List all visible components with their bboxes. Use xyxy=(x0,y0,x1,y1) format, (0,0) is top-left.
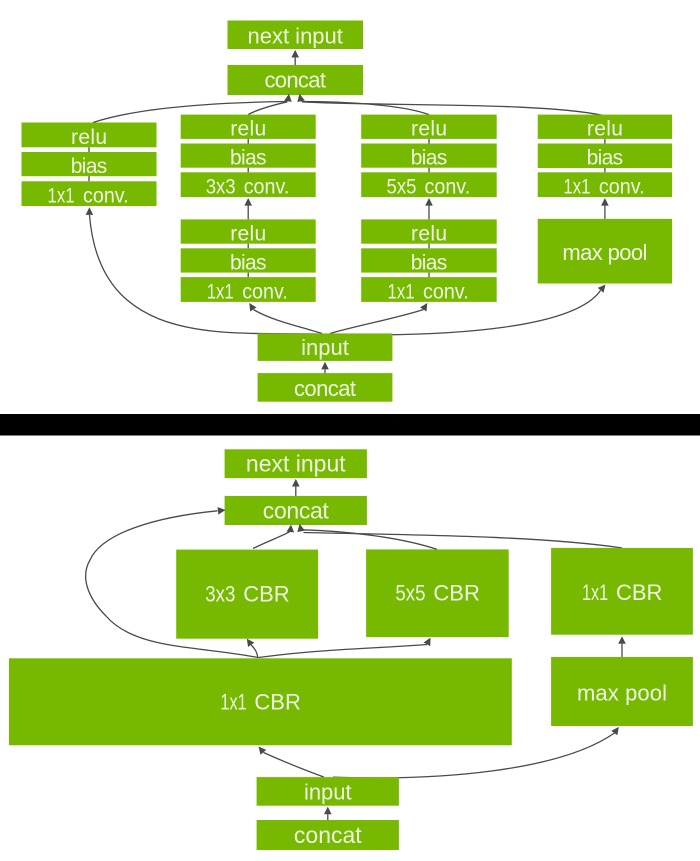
svg-text:conv.: conv. xyxy=(83,185,129,208)
svg-text:conv.: conv. xyxy=(425,176,471,199)
svg-text:relu: relu xyxy=(230,118,266,141)
svg-text:next input: next input xyxy=(246,451,346,477)
svg-text:bias: bias xyxy=(230,252,267,275)
svg-text:next input: next input xyxy=(247,24,342,49)
svg-text:1x1: 1x1 xyxy=(207,281,234,304)
svg-text:1x1: 1x1 xyxy=(563,176,590,199)
svg-text:max pool: max pool xyxy=(577,680,667,705)
svg-text:CBR: CBR xyxy=(254,690,300,715)
svg-text:relu: relu xyxy=(411,223,447,246)
svg-text:relu: relu xyxy=(411,118,447,141)
svg-text:3x3: 3x3 xyxy=(205,583,235,607)
svg-text:3x3: 3x3 xyxy=(206,176,236,199)
svg-text:input: input xyxy=(301,335,349,360)
svg-text:bias: bias xyxy=(71,155,108,178)
svg-text:bias: bias xyxy=(230,147,267,170)
svg-text:relu: relu xyxy=(230,223,266,246)
svg-text:concat: concat xyxy=(294,376,356,401)
svg-text:conv.: conv. xyxy=(244,176,290,199)
svg-text:bias: bias xyxy=(411,252,448,275)
svg-text:1x1: 1x1 xyxy=(582,581,608,606)
svg-text:concat: concat xyxy=(263,498,330,524)
svg-text:concat: concat xyxy=(294,822,362,848)
svg-text:1x1: 1x1 xyxy=(388,281,415,304)
svg-text:max pool: max pool xyxy=(562,240,647,265)
svg-text:CBR: CBR xyxy=(243,582,289,607)
svg-text:5x5: 5x5 xyxy=(395,582,425,606)
svg-text:1x1: 1x1 xyxy=(220,690,246,715)
svg-text:5x5: 5x5 xyxy=(387,176,417,199)
svg-text:concat: concat xyxy=(264,67,326,92)
svg-text:bias: bias xyxy=(411,147,448,170)
svg-text:conv.: conv. xyxy=(423,281,469,304)
svg-text:CBR: CBR xyxy=(433,581,479,606)
svg-text:conv.: conv. xyxy=(599,176,645,199)
svg-text:bias: bias xyxy=(587,147,624,170)
svg-text:relu: relu xyxy=(71,126,107,149)
svg-text:CBR: CBR xyxy=(616,580,662,605)
svg-text:input: input xyxy=(304,780,352,805)
svg-text:1x1: 1x1 xyxy=(48,185,75,208)
svg-text:conv.: conv. xyxy=(242,281,288,304)
svg-text:relu: relu xyxy=(587,118,623,141)
